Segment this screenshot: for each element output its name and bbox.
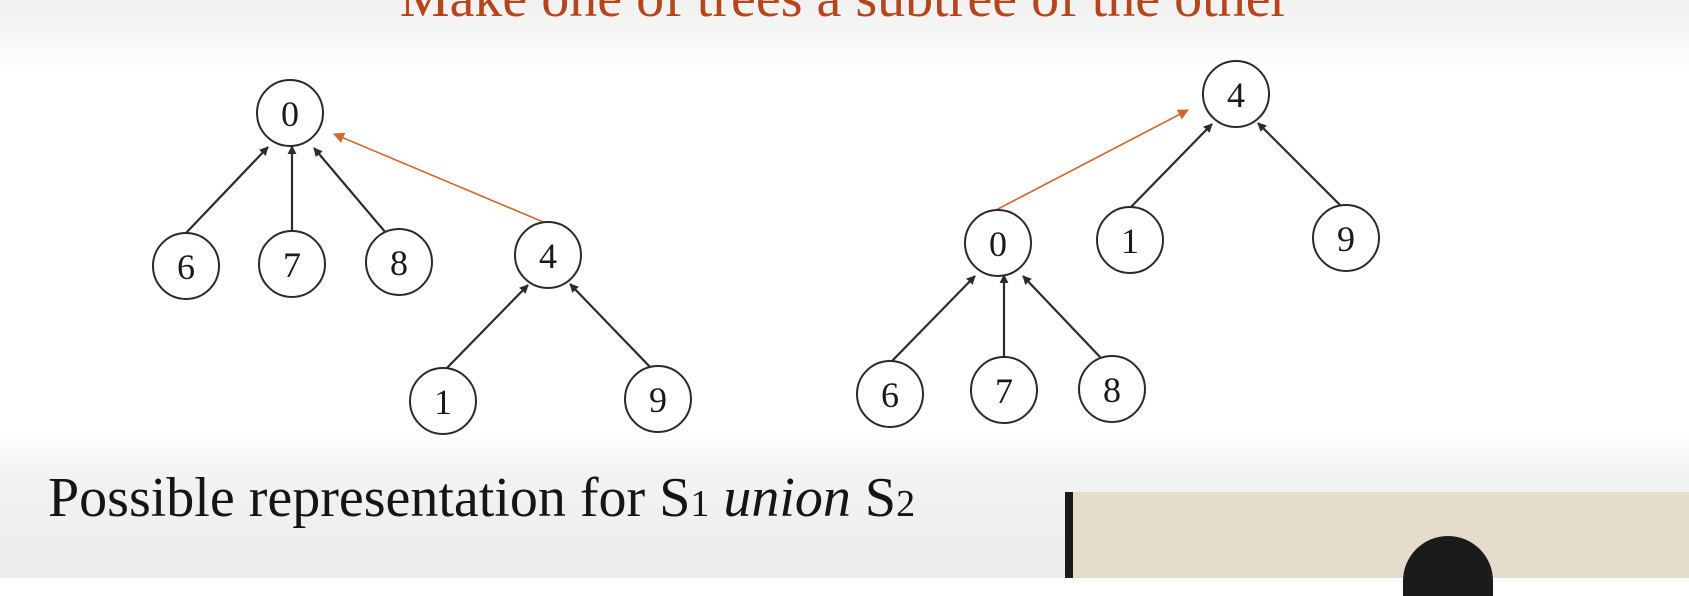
tree-node: 7 <box>258 230 326 298</box>
edge-1-to-4-right <box>1129 123 1213 209</box>
node-label: 1 <box>434 382 452 422</box>
slide-caption: Possible representation for S1 union S2 <box>48 470 915 526</box>
right-tree-edges <box>891 109 1341 362</box>
node-label: 6 <box>881 375 899 415</box>
edge-8-to-0 <box>313 147 387 234</box>
union-link-0-to-4 <box>995 109 1189 211</box>
node-label: 9 <box>649 380 667 420</box>
tree-node: 6 <box>856 360 924 428</box>
node-label: 4 <box>539 236 557 276</box>
node-label: 0 <box>989 224 1007 264</box>
tree-node: 8 <box>1078 355 1146 423</box>
tree-node: 9 <box>624 365 692 433</box>
union-link-4-to-0 <box>332 132 549 225</box>
tree-node: 1 <box>409 367 477 435</box>
left-tree-edges <box>185 132 653 372</box>
edge-1-to-4 <box>443 284 529 372</box>
tree-node: 4 <box>514 221 582 289</box>
edge-9-to-4-right <box>1257 122 1341 206</box>
caption-subscript-1: 1 <box>690 483 710 525</box>
tree-node: 6 <box>152 232 220 300</box>
edge-8-to-0-right <box>1022 275 1101 358</box>
node-label: 6 <box>177 247 195 287</box>
right-tree: 4 0 1 9 6 7 8 <box>856 60 1380 428</box>
tree-node: 4 <box>1202 60 1270 128</box>
node-label: 1 <box>1121 221 1139 261</box>
node-label: 7 <box>995 371 1013 411</box>
node-label: 4 <box>1227 75 1245 115</box>
node-label: 8 <box>390 243 408 283</box>
tree-node: 0 <box>964 209 1032 277</box>
edge-9-to-4 <box>569 283 653 370</box>
node-label: 8 <box>1103 370 1121 410</box>
webcam-overlay <box>1065 492 1689 596</box>
caption-union: union <box>723 467 851 529</box>
edge-6-to-0 <box>185 146 269 234</box>
caption-subscript-2: 2 <box>896 483 916 525</box>
tree-node: 8 <box>365 228 433 296</box>
tree-node: 7 <box>970 356 1038 424</box>
edge-6-to-0-right <box>891 275 976 362</box>
node-label: 7 <box>283 245 301 285</box>
left-tree: 0 6 7 8 4 1 9 <box>152 79 692 435</box>
node-label: 9 <box>1337 219 1355 259</box>
tree-node: 1 <box>1096 206 1164 274</box>
caption-prefix: Possible representation for S <box>48 467 691 529</box>
node-label: 0 <box>281 94 299 134</box>
presenter-head <box>1403 536 1493 596</box>
tree-node: 0 <box>256 79 324 147</box>
caption-s2: S <box>864 467 897 529</box>
slide-heading: Make one of trees a subtree of the other <box>0 0 1689 26</box>
tree-node: 9 <box>1312 204 1380 272</box>
union-tree-diagram: 0 6 7 8 4 1 9 <box>152 60 1380 435</box>
